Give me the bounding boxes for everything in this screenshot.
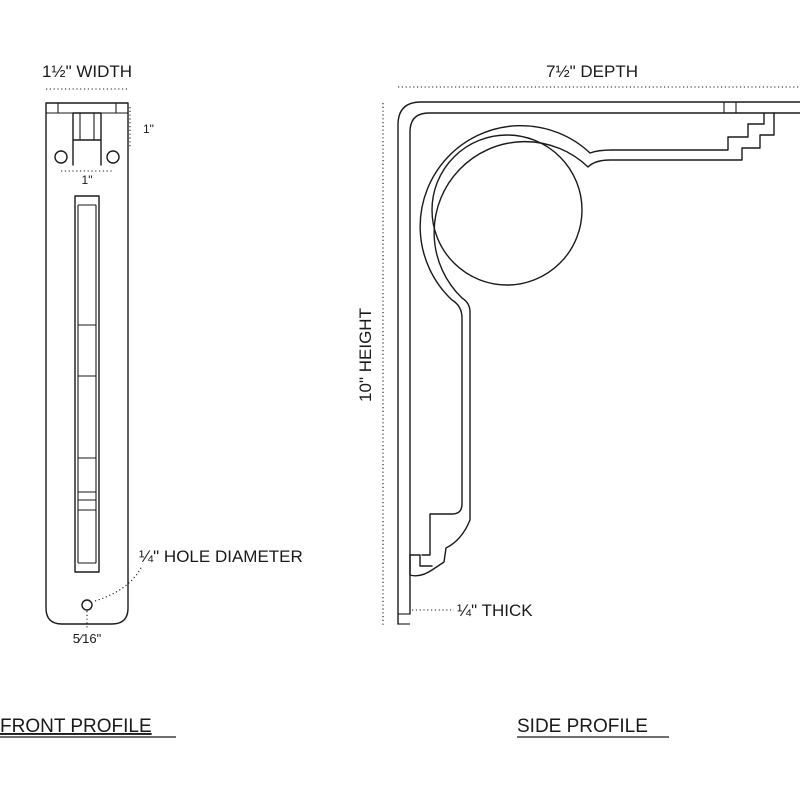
hole-diameter-leader (94, 565, 143, 602)
mount-hole-right (106, 150, 120, 164)
width-label: 1½" WIDTH (42, 62, 132, 81)
hole-diameter-label: ¼" HOLE DIAMETER (139, 547, 303, 566)
hole-spacing-label: 1" (82, 173, 93, 187)
front-arm-outline (72, 112, 102, 166)
front-body-outline (45, 102, 129, 625)
front-profile-drawing: 1½" WIDTH 1" 1" ¼" HOLE DIAMETER 5⁄ (42, 62, 303, 646)
height-label: 10" HEIGHT (356, 308, 375, 402)
front-profile-caption: FRONT PROFILE (0, 716, 152, 737)
side-profile-caption: SIDE PROFILE (517, 716, 648, 737)
bottom-offset-label: 5⁄16" (73, 631, 102, 646)
slot-segment-lines (78, 204, 96, 564)
side-web-outer (409, 112, 775, 577)
top-offset-label: 1" (143, 122, 154, 136)
side-web-inner (419, 112, 765, 556)
side-outer-inner-line (409, 112, 800, 615)
bottom-hole (81, 599, 93, 611)
mount-hole-left (54, 150, 68, 164)
depth-label: 7½" DEPTH (546, 62, 638, 81)
side-profile-drawing: 7½" DEPTH 10" HEIGHT ¼" THICK (356, 62, 800, 626)
side-outer-outline (397, 101, 800, 625)
front-slot-outline (74, 195, 100, 573)
lower-step-outer (409, 554, 433, 567)
thick-label: ¼" THICK (457, 601, 533, 620)
ring-inner-circle (431, 134, 583, 286)
